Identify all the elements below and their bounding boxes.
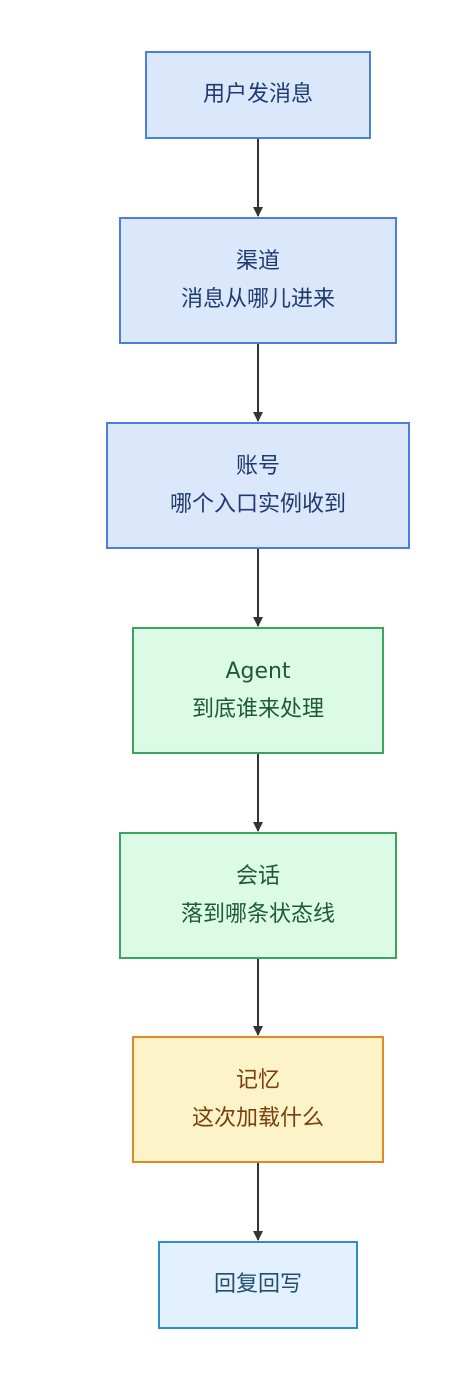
node-channel: 渠道 消息从哪儿进来 — [119, 217, 397, 344]
node-reply-line-1: 回复回写 — [213, 1272, 302, 1297]
node-memory-subtitle: 这次加载什么 — [191, 1105, 324, 1131]
node-account-subtitle: 哪个入口实例收到 — [169, 491, 346, 517]
node-agent-title: Agent — [225, 658, 291, 684]
node-agent-subtitle: 到底谁来处理 — [191, 696, 324, 722]
node-channel-title: 渠道 — [235, 248, 280, 274]
node-user-message: 用户发消息 — [145, 51, 371, 139]
node-agent: Agent 到底谁来处理 — [132, 627, 384, 754]
node-user-message-line-1: 用户发消息 — [202, 82, 313, 107]
node-account: 账号 哪个入口实例收到 — [106, 422, 410, 549]
node-session: 会话 落到哪条状态线 — [119, 832, 397, 959]
node-memory-title: 记忆 — [235, 1067, 280, 1093]
node-channel-subtitle: 消息从哪儿进来 — [180, 286, 335, 312]
node-memory: 记忆 这次加载什么 — [132, 1036, 384, 1163]
node-account-title: 账号 — [235, 453, 280, 479]
node-reply: 回复回写 — [158, 1241, 358, 1329]
node-session-subtitle: 落到哪条状态线 — [180, 901, 335, 927]
node-session-title: 会话 — [235, 863, 280, 889]
